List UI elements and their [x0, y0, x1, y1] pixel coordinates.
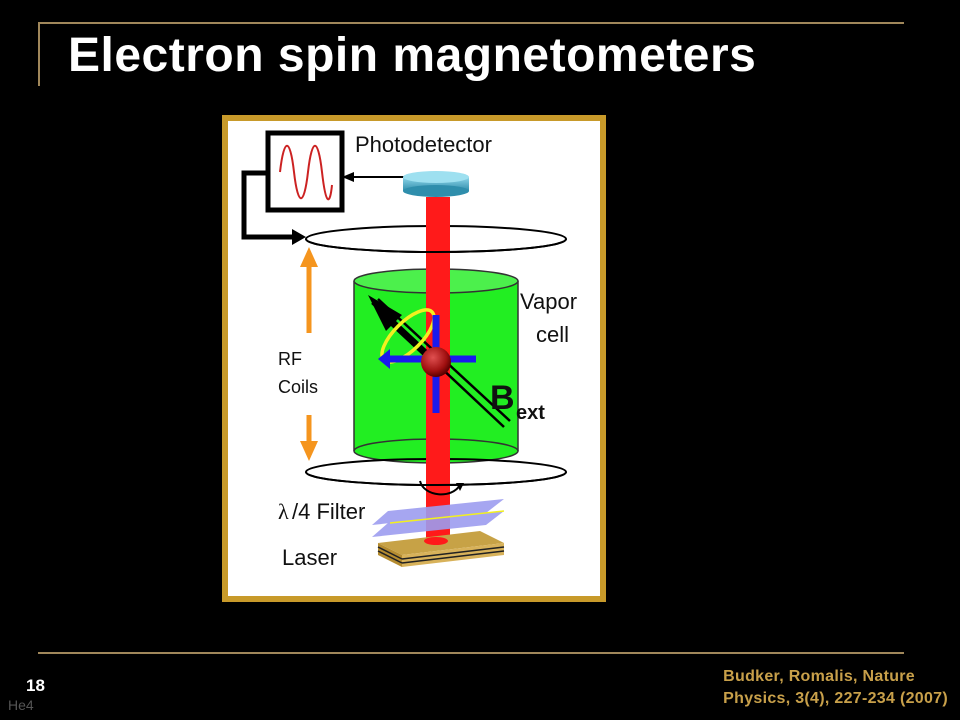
bottom-rule — [38, 652, 904, 654]
laser-label: Laser — [282, 545, 337, 570]
section-label: He4 — [8, 697, 34, 713]
rf-arrow-up — [300, 247, 318, 333]
vapor-label-line2: cell — [536, 322, 569, 347]
oscilloscope-display — [265, 130, 345, 213]
field-label: B — [490, 379, 515, 417]
citation-line2: Physics, 3(4), 227-234 (2007) — [723, 690, 948, 707]
quarter-wave-filter — [372, 499, 505, 537]
feedback-wire — [241, 170, 294, 240]
rf-label-line2: Coils — [278, 377, 318, 397]
top-rule — [38, 22, 904, 24]
slide-title: Electron spin magnetometers — [68, 29, 757, 82]
citation: Budker, Romalis, Nature Physics, 3(4), 2… — [723, 666, 948, 710]
photodetector-label: Photodetector — [355, 132, 492, 157]
photodetector — [403, 171, 469, 197]
laser-source — [377, 531, 505, 567]
feedback-arrowhead — [292, 229, 306, 245]
filter-lambda: λ — [278, 499, 289, 524]
rf-arrow-down — [300, 415, 318, 461]
polarization-arc — [419, 480, 461, 496]
side-rule — [38, 22, 40, 86]
magnetometer-diagram: Photodetector Vapor cell — [222, 115, 606, 602]
filter-label: /4 Filter — [292, 499, 365, 524]
field-subscript: ext — [516, 402, 545, 424]
rf-label-line1: RF — [278, 349, 302, 369]
citation-line1: Budker, Romalis, Nature — [723, 668, 916, 685]
page-number: 18 — [26, 676, 45, 695]
vapor-label-line1: Vapor — [520, 289, 577, 314]
atom — [421, 347, 451, 377]
